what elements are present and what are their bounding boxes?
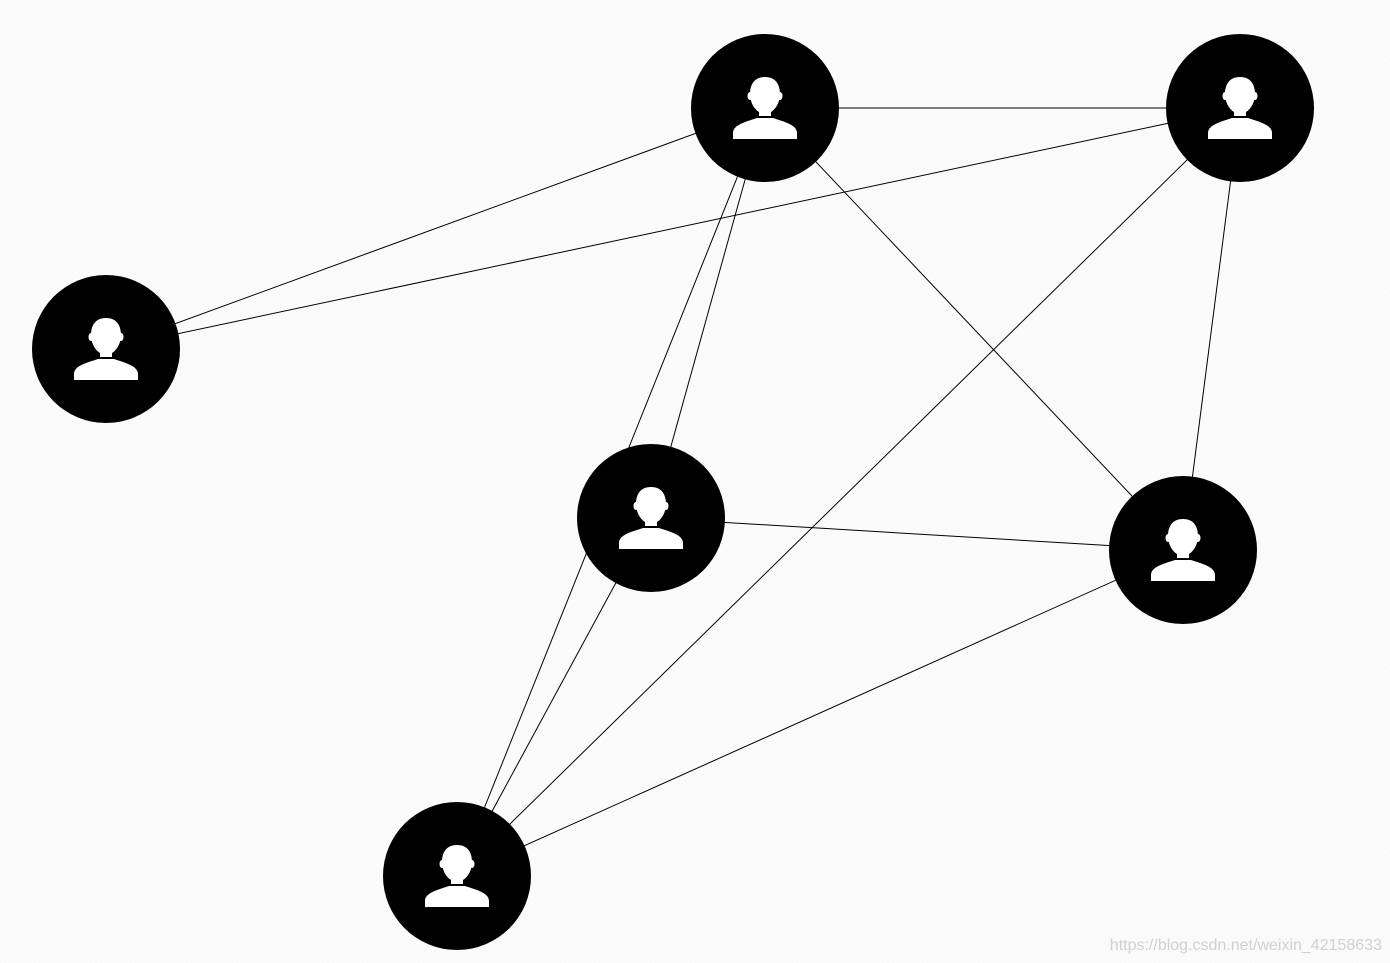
person-icon (619, 487, 683, 549)
node-n4[interactable] (577, 444, 725, 592)
edge-n5-n6 (456, 549, 1184, 877)
edge-n3-n5 (1182, 107, 1241, 551)
edge-n1-n2 (105, 107, 766, 350)
node-n1[interactable] (32, 275, 180, 423)
edges-layer (105, 107, 1241, 877)
person-icon (733, 77, 797, 139)
node-n6[interactable] (383, 802, 531, 950)
edge-n5-n2 (764, 107, 1184, 551)
person-icon (1151, 519, 1215, 581)
edge-n4-n5 (650, 517, 1184, 551)
node-n3[interactable] (1166, 34, 1314, 182)
watermark-text: https://blog.csdn.net/weixin_42158633 (1109, 937, 1382, 954)
person-icon (1208, 77, 1272, 139)
node-n5[interactable] (1109, 476, 1257, 624)
edge-n1-n3 (105, 107, 1241, 350)
nodes-layer (32, 34, 1314, 950)
node-n2[interactable] (691, 34, 839, 182)
person-icon (74, 318, 138, 380)
person-icon (425, 845, 489, 907)
edge-n6-n3 (456, 107, 1241, 877)
